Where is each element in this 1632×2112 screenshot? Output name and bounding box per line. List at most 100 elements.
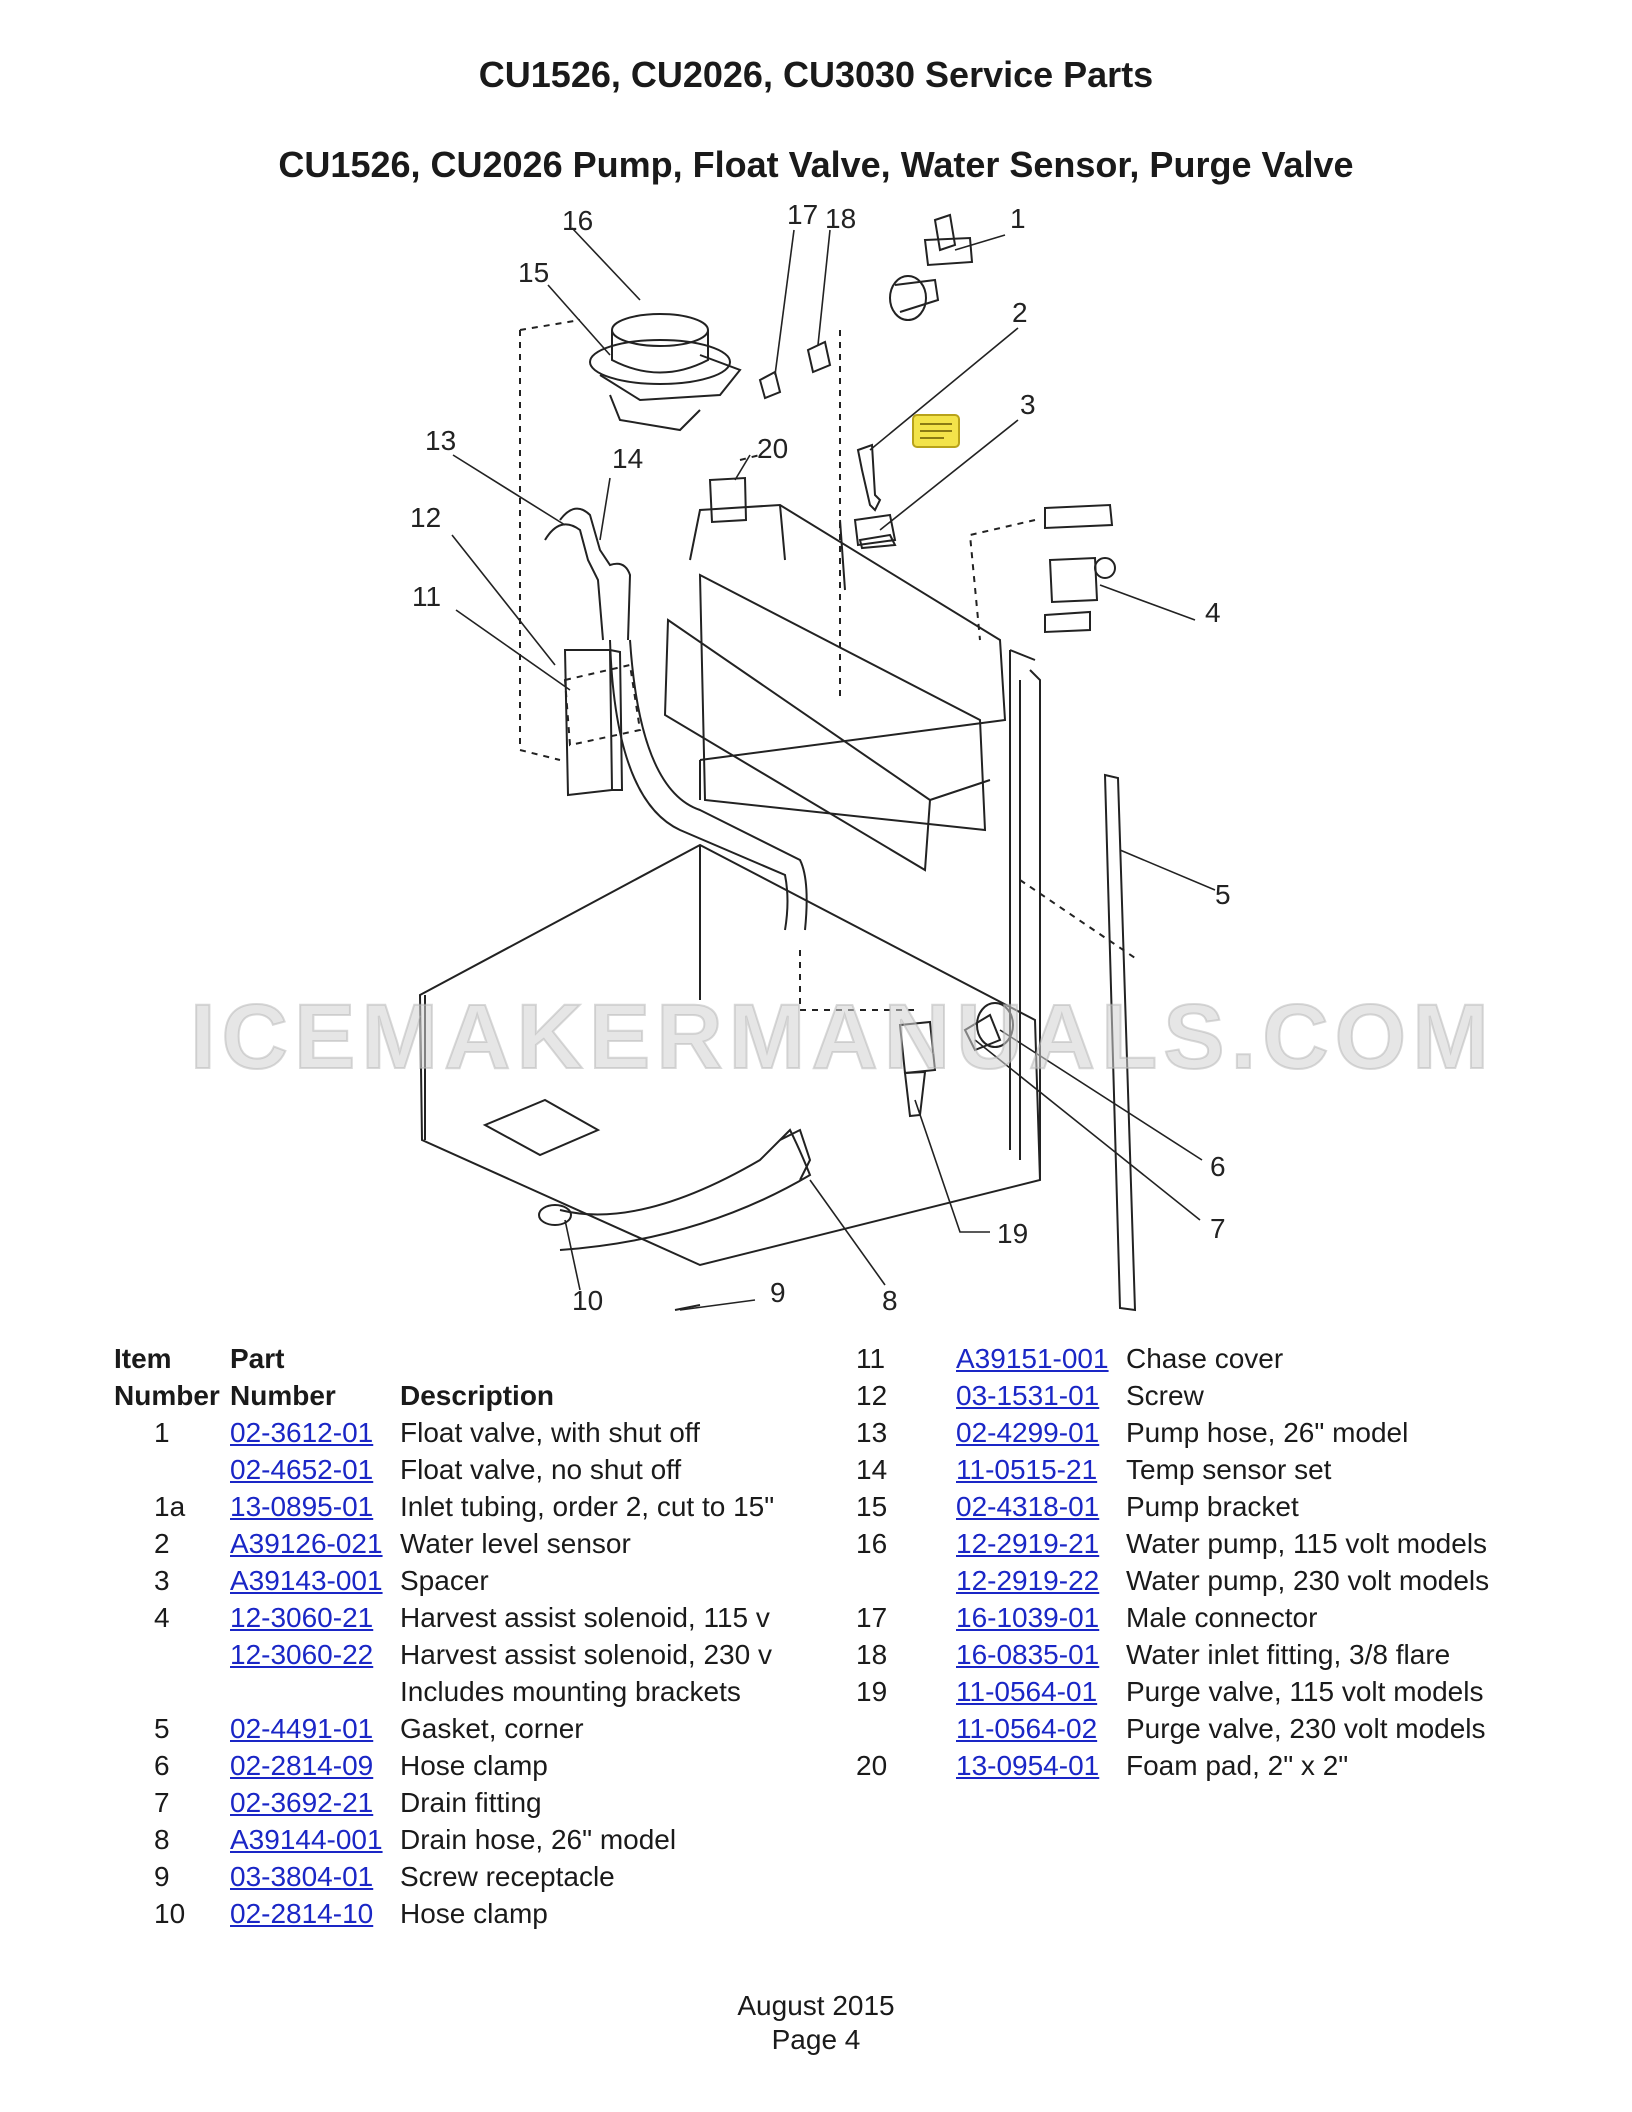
part-number-link[interactable]: 16-0835-01 [956, 1639, 1100, 1670]
item-number: 1a [154, 1491, 186, 1522]
item-number [114, 1673, 230, 1710]
part-number-link[interactable]: 02-2814-09 [230, 1750, 374, 1781]
part-number-link[interactable]: 12-2919-22 [956, 1565, 1100, 1596]
item-number: 19 [856, 1676, 888, 1707]
part-description: Water pump, 115 volt models [1126, 1528, 1488, 1559]
callout-18: 18 [825, 203, 856, 234]
item-number: 17 [856, 1602, 888, 1633]
callout-1: 1 [1010, 203, 1026, 234]
part-number-link[interactable]: A39151-001 [956, 1343, 1109, 1374]
callout-6: 6 [1210, 1151, 1226, 1182]
part-number-link[interactable]: 11-0564-01 [956, 1676, 1098, 1707]
item-number: 14 [856, 1454, 888, 1485]
table-row: 12-3060-22 Harvest assist solenoid, 230 … [114, 1636, 774, 1673]
part-number-link[interactable]: 02-4491-01 [230, 1713, 374, 1744]
part-number-link[interactable]: 02-4652-01 [230, 1454, 374, 1485]
part-number-link[interactable]: 12-3060-22 [230, 1639, 374, 1670]
table-row: 11-0564-02 Purge valve, 230 volt models [840, 1710, 1489, 1747]
part-number-link[interactable]: 16-1039-01 [956, 1602, 1100, 1633]
part-number-link[interactable]: 02-3692-21 [230, 1787, 374, 1818]
part-number-link[interactable]: A39144-001 [230, 1824, 383, 1855]
item-number: 6 [154, 1750, 170, 1781]
part-number-link[interactable]: 12-3060-21 [230, 1602, 374, 1633]
part-description: Gasket, corner [400, 1713, 584, 1744]
table-row: Includes mounting brackets [114, 1673, 774, 1710]
item-number [114, 1451, 230, 1488]
callout-19: 19 [997, 1218, 1028, 1249]
item-number: 11 [856, 1343, 886, 1374]
part-description: Includes mounting brackets [400, 1676, 741, 1707]
table-row: 16 12-2919-21 Water pump, 115 volt model… [840, 1525, 1489, 1562]
item-number: 1 [154, 1417, 170, 1448]
item-number: 2 [154, 1528, 170, 1559]
item-number: 8 [154, 1824, 170, 1855]
header-item-line1: Item [114, 1343, 172, 1374]
part-number-link[interactable]: 13-0954-01 [956, 1750, 1100, 1781]
table-row: 17 16-1039-01 Male connector [840, 1599, 1489, 1636]
callout-9: 9 [770, 1277, 786, 1308]
callout-7: 7 [1210, 1213, 1226, 1244]
part-description: Purge valve, 115 volt models [1126, 1676, 1484, 1707]
part-number-link[interactable]: 11-0564-02 [956, 1713, 1098, 1744]
table-row: 14 11-0515-21 Temp sensor set [840, 1451, 1489, 1488]
item-number: 18 [856, 1639, 888, 1670]
table-row: 18 16-0835-01 Water inlet fitting, 3/8 f… [840, 1636, 1489, 1673]
footer-date: August 2015 [737, 1990, 895, 2021]
part-description: Screw [1126, 1380, 1204, 1411]
table-row: 12 03-1531-01 Screw [840, 1377, 1489, 1414]
callout-10: 10 [572, 1285, 603, 1316]
callout-4: 4 [1205, 597, 1221, 628]
item-number: 10 [154, 1898, 186, 1929]
table-row: 9 03-3804-01 Screw receptacle [114, 1858, 774, 1895]
part-description: Foam pad, 2" x 2" [1126, 1750, 1349, 1781]
item-number: 3 [154, 1565, 170, 1596]
table-row: 3 A39143-001 Spacer [114, 1562, 774, 1599]
part-number-link[interactable]: 02-3612-01 [230, 1417, 374, 1448]
part-number-link[interactable]: 02-4318-01 [956, 1491, 1100, 1522]
item-number [840, 1710, 956, 1747]
table-row: 2 A39126-021 Water level sensor [114, 1525, 774, 1562]
parts-table-left: Item Part Number Number Description 1 02… [114, 1340, 774, 1932]
part-number-link[interactable]: 12-2919-21 [956, 1528, 1100, 1559]
callout-14: 14 [612, 443, 643, 474]
table-row: 19 11-0564-01 Purge valve, 115 volt mode… [840, 1673, 1489, 1710]
part-description: Hose clamp [400, 1750, 548, 1781]
item-number: 16 [856, 1528, 888, 1559]
callout-12: 12 [410, 502, 441, 533]
part-description: Pump hose, 26" model [1126, 1417, 1409, 1448]
part-description: Inlet tubing, order 2, cut to 15" [400, 1491, 775, 1522]
callout-5: 5 [1215, 879, 1231, 910]
callout-16: 16 [562, 205, 593, 236]
header-part-line2: Number [230, 1380, 336, 1411]
item-number: 13 [856, 1417, 888, 1448]
callout-11: 11 [412, 581, 441, 612]
callout-17: 17 [787, 200, 818, 230]
part-number-link[interactable]: 03-3804-01 [230, 1861, 374, 1892]
part-number-link[interactable]: A39126-021 [230, 1528, 383, 1559]
part-description: Drain hose, 26" model [400, 1824, 677, 1855]
part-number-link[interactable]: 02-4299-01 [956, 1417, 1100, 1448]
part-description: Harvest assist solenoid, 115 v [400, 1602, 770, 1633]
part-number-link[interactable]: 02-2814-10 [230, 1898, 374, 1929]
part-number-link[interactable]: A39143-001 [230, 1565, 383, 1596]
part-description: Water level sensor [400, 1528, 631, 1559]
part-description: Hose clamp [400, 1898, 548, 1929]
callout-13: 13 [425, 425, 456, 456]
part-description: Spacer [400, 1565, 489, 1596]
item-number: 15 [856, 1491, 888, 1522]
part-description: Chase cover [1126, 1343, 1284, 1374]
item-number [840, 1562, 956, 1599]
item-number: 7 [154, 1787, 170, 1818]
part-number-link[interactable]: 11-0515-21 [956, 1454, 1098, 1485]
header-item-line2: Number [114, 1380, 220, 1411]
item-number [114, 1636, 230, 1673]
callout-2: 2 [1012, 297, 1028, 328]
part-number-link[interactable]: 13-0895-01 [230, 1491, 374, 1522]
part-number-link[interactable]: 03-1531-01 [956, 1380, 1100, 1411]
callout-8: 8 [882, 1285, 898, 1316]
part-description: Drain fitting [400, 1787, 542, 1818]
table-row: 13 02-4299-01 Pump hose, 26" model [840, 1414, 1489, 1451]
part-description: Float valve, no shut off [400, 1454, 682, 1485]
part-description: Temp sensor set [1126, 1454, 1332, 1485]
item-number: 12 [856, 1380, 888, 1411]
